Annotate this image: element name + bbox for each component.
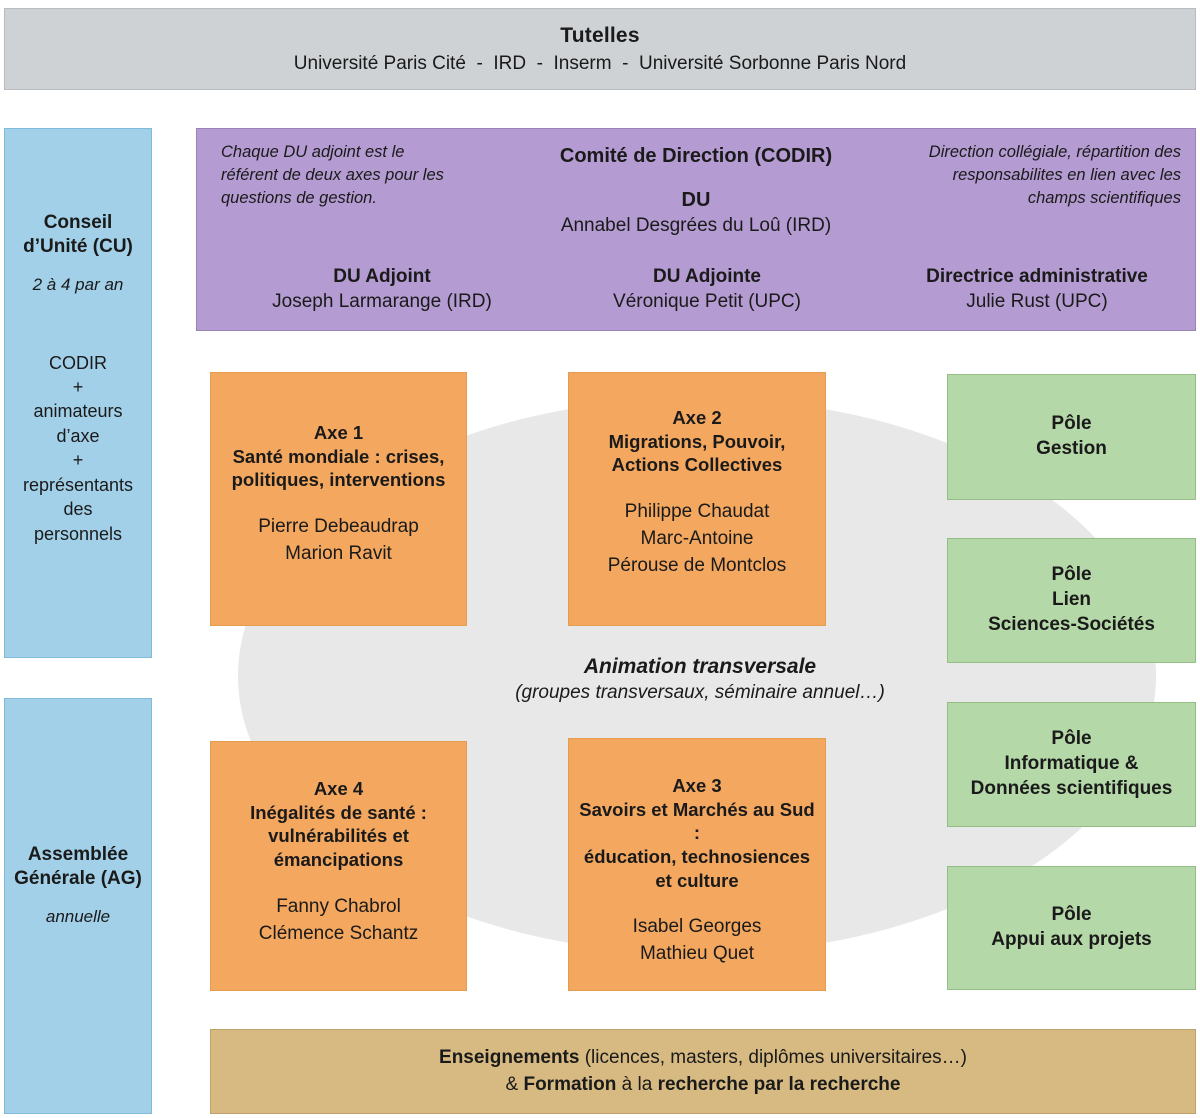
axe-4-box: Axe 4 Inégalités de santé : vulnérabilit… (210, 741, 467, 991)
animation-transversale-subtitle: (groupes transversaux, séminaire annuel…… (515, 682, 885, 703)
recherche-bold: recherche par la recherche (657, 1073, 901, 1095)
axe-1-heading: Axe 1 Santé mondiale : crises, politique… (231, 422, 446, 491)
tutelles-title: Tutelles (560, 23, 640, 47)
axe-1-box: Axe 1 Santé mondiale : crises, politique… (210, 372, 467, 626)
conseil-unite-composition: CODIR + animateurs d’axe + représentants… (22, 352, 134, 544)
codir-role-directrice-administrative: Directrice administrative Julie Rust (UP… (887, 266, 1187, 313)
axe-4-people: Fanny Chabrol Clémence Schantz (258, 895, 419, 944)
enseignements-banner: Enseignements (licences, masters, diplôm… (210, 1029, 1196, 1114)
assemblee-generale-frequency: annuelle (45, 906, 111, 926)
assemblee-generale-title: Assemblée Générale (AG) (14, 844, 142, 889)
role-name: Véronique Petit (UPC) (613, 291, 801, 312)
axe-2-heading: Axe 2 Migrations, Pouvoir, Actions Colle… (608, 407, 786, 476)
codir-note-right: Direction collégiale, répartition des re… (928, 143, 1181, 207)
role-title: DU Adjoint (333, 266, 431, 287)
conseil-unite-box: Conseil d’Unité (CU) 2 à 4 par an CODIR … (4, 128, 152, 658)
formation-mid: à la (616, 1073, 658, 1095)
pole-lien-sciences-societes-box: Pôle Lien Sciences-Sociétés (947, 538, 1196, 663)
codir-title: Comité de Direction (CODIR) (559, 145, 833, 167)
formation-bold: Formation (523, 1073, 617, 1095)
assemblee-generale-box: Assemblée Générale (AG) annuelle (4, 698, 152, 1114)
role-name: Joseph Larmarange (IRD) (272, 291, 492, 312)
axe-3-heading: Axe 3 Savoirs et Marchés au Sud : éducat… (579, 775, 815, 891)
enseignements-rest: (licences, masters, diplômes universitai… (579, 1046, 967, 1068)
pole-gestion-box: Pôle Gestion (947, 374, 1196, 500)
axe-2-people: Philippe Chaudat Marc-Antoine Pérouse de… (607, 501, 787, 576)
du-label: DU (681, 189, 711, 211)
enseignements-line-2: & Formation à la recherche par la recher… (506, 1072, 901, 1099)
codir-note-left: Chaque DU adjoint est le référent de deu… (221, 143, 444, 207)
codir-panel: Chaque DU adjoint est le référent de deu… (196, 128, 1196, 331)
du-block: DU Annabel Desgrées du Loû (IRD) (197, 189, 1195, 237)
pole-informatique-donnees-box: Pôle Informatique & Données scientifique… (947, 702, 1196, 827)
enseignements-line-1: Enseignements (licences, masters, diplôm… (439, 1045, 967, 1072)
axe-3-people: Isabel Georges Mathieu Quet (632, 916, 762, 965)
role-title: Directrice administrative (926, 266, 1148, 287)
role-title: DU Adjointe (652, 266, 761, 287)
axe-2-box: Axe 2 Migrations, Pouvoir, Actions Colle… (568, 372, 826, 626)
pole-appui-aux-projets-box: Pôle Appui aux projets (947, 866, 1196, 990)
axe-4-heading: Axe 4 Inégalités de santé : vulnérabilit… (250, 778, 427, 871)
conseil-unite-title: Conseil d’Unité (CU) (23, 212, 133, 257)
enseignements-bold: Enseignements (439, 1046, 580, 1068)
codir-role-du-adjoint: DU Adjoint Joseph Larmarange (IRD) (217, 266, 547, 313)
animation-transversale-title: Animation transversale (583, 655, 817, 678)
conseil-unite-frequency: 2 à 4 par an (32, 274, 124, 294)
tutelles-banner: Tutelles Université Paris Cité - IRD - I… (4, 8, 1196, 90)
role-name: Julie Rust (UPC) (966, 291, 1108, 312)
animation-transversale-label: Animation transversale (groupes transver… (470, 655, 930, 704)
formation-prefix: & (505, 1073, 524, 1095)
du-name: Annabel Desgrées du Loû (IRD) (560, 215, 832, 236)
tutelles-partners: Université Paris Cité - IRD - Inserm - U… (293, 53, 907, 75)
axe-1-people: Pierre Debeaudrap Marion Ravit (258, 516, 419, 564)
axe-3-box: Axe 3 Savoirs et Marchés au Sud : éducat… (568, 738, 826, 991)
codir-role-du-adjointe: DU Adjointe Véronique Petit (UPC) (557, 266, 857, 313)
